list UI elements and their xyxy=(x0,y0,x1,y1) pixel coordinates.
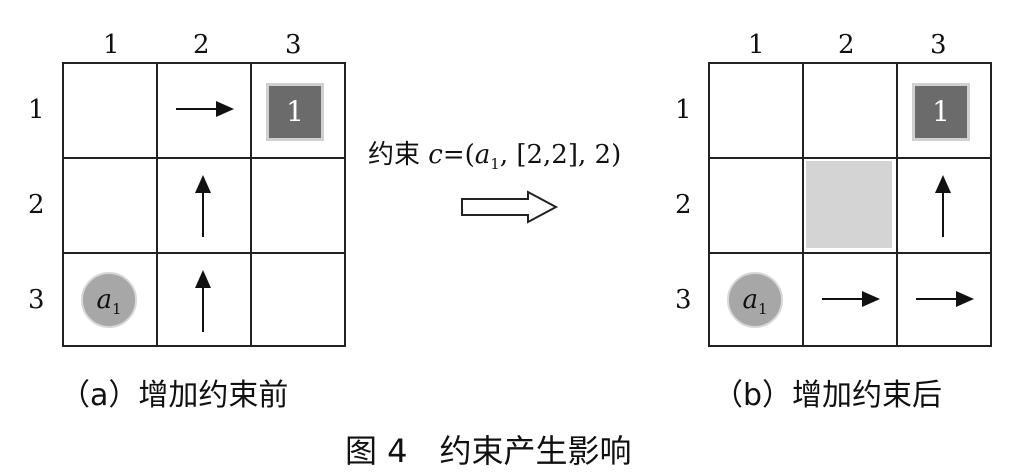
col-label-b-3: 3 xyxy=(930,30,947,60)
arrow-right-icon xyxy=(176,101,234,117)
grid-line xyxy=(708,252,992,254)
col-label-a-2: 2 xyxy=(193,30,210,60)
constraint-prefix: 约束 xyxy=(368,140,429,170)
transition-arrow-icon xyxy=(461,190,559,224)
constraint-var: c xyxy=(428,140,443,170)
grid-line xyxy=(708,157,992,159)
cell-3-2 xyxy=(802,252,896,347)
grid-line xyxy=(990,62,992,347)
grid-line xyxy=(708,62,992,64)
goal-marker: 1 xyxy=(266,83,324,141)
grid-line xyxy=(250,62,252,347)
arrow-right-icon xyxy=(822,291,880,307)
arrow-right-icon xyxy=(916,291,974,307)
agent-subscript: 1 xyxy=(111,300,122,319)
blocked-cell xyxy=(806,161,892,248)
agent-symbol: a xyxy=(96,285,112,315)
grid-line xyxy=(896,62,898,347)
grid-line xyxy=(156,62,158,347)
col-label-b-1: 1 xyxy=(748,30,765,60)
figure-title: 图 4 约束产生影响 xyxy=(345,432,632,470)
grid-before: 1 a1 xyxy=(62,62,346,347)
caption-before: （a）增加约束前 xyxy=(60,378,289,413)
agent-marker: a1 xyxy=(727,272,783,328)
grid-line xyxy=(708,345,992,347)
col-label-a-1: 1 xyxy=(103,30,120,60)
cell-3-1: a1 xyxy=(708,252,802,347)
cell-3-2 xyxy=(156,252,250,347)
cell-1-3: 1 xyxy=(250,62,344,157)
agent-marker: a1 xyxy=(81,272,137,328)
grid-line xyxy=(62,62,64,347)
cell-2-3 xyxy=(896,157,990,252)
agent-subscript: 1 xyxy=(757,300,768,319)
cell-2-2-blocked xyxy=(802,157,896,252)
grid-line xyxy=(62,157,346,159)
constraint-label: 约束 c=(a1, [2,2], 2) xyxy=(368,134,621,173)
grid-line xyxy=(802,62,804,347)
col-label-b-2: 2 xyxy=(838,30,855,60)
cell-2-2 xyxy=(156,157,250,252)
row-label-b-2: 2 xyxy=(675,190,692,220)
row-label-b-3: 3 xyxy=(675,285,692,315)
row-label-a-1: 1 xyxy=(28,95,45,125)
arrow-up-icon xyxy=(195,175,211,237)
row-label-b-1: 1 xyxy=(675,95,692,125)
constraint-agent-sub: 1 xyxy=(490,155,500,174)
grid-line xyxy=(62,62,346,64)
grid-after: 1 a1 xyxy=(708,62,992,347)
constraint-rest: , [2,2], 2) xyxy=(499,140,622,170)
row-label-a-2: 2 xyxy=(28,190,45,220)
agent-symbol: a xyxy=(742,285,758,315)
goal-marker: 1 xyxy=(912,83,970,141)
grid-line xyxy=(62,252,346,254)
row-label-a-3: 3 xyxy=(28,285,45,315)
cell-1-2 xyxy=(156,62,250,157)
cell-3-1: a1 xyxy=(62,252,156,347)
grid-line xyxy=(344,62,346,347)
cell-1-3: 1 xyxy=(896,62,990,157)
constraint-eq: =( xyxy=(442,140,475,170)
arrow-up-icon xyxy=(935,175,951,237)
caption-after: （b）增加约束后 xyxy=(713,378,943,413)
grid-line xyxy=(62,345,346,347)
constraint-agent: a xyxy=(474,140,491,170)
col-label-a-3: 3 xyxy=(285,30,302,60)
grid-line xyxy=(708,62,710,347)
arrow-up-icon xyxy=(195,270,211,332)
cell-3-3 xyxy=(896,252,990,347)
